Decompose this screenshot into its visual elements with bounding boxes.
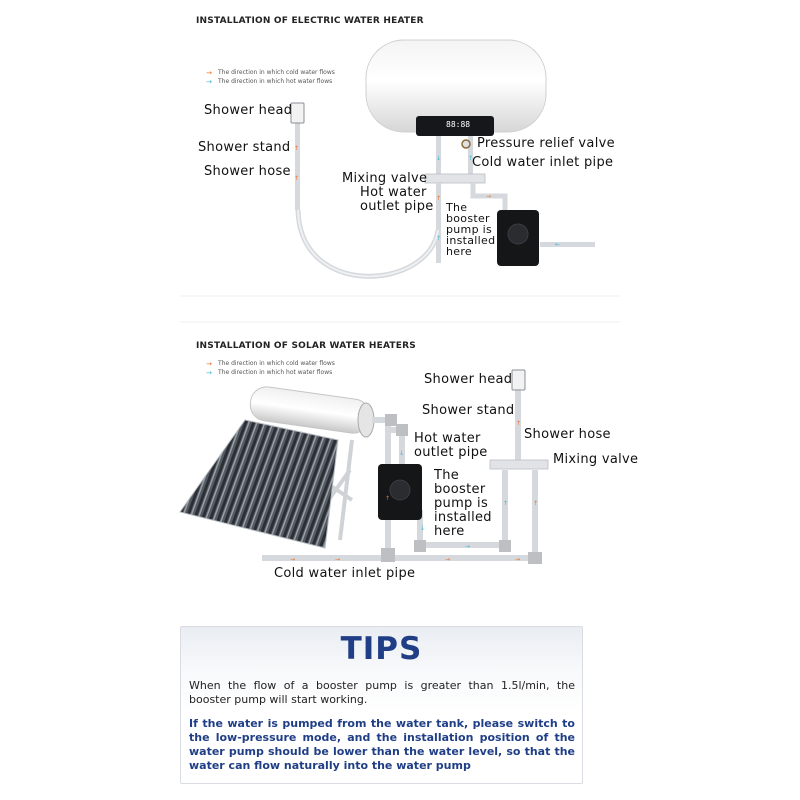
label-shower-stand-solar: Shower stand bbox=[422, 403, 515, 418]
flow-arrows-electric: ↑ ↑ ↓ ↑ ↑ ↑ → ← bbox=[294, 145, 560, 248]
solar-section-title: INSTALLATION OF SOLAR WATER HEATERS bbox=[196, 341, 416, 351]
svg-text:↑: ↑ bbox=[436, 195, 441, 202]
shower-head-solar bbox=[511, 369, 526, 391]
legend-cold-text: The direction in which cold water flows bbox=[218, 360, 335, 367]
label-hot-water-outlet: Hot water outlet pipe bbox=[360, 185, 434, 214]
svg-text:↑: ↑ bbox=[294, 145, 299, 152]
shower-head-electric bbox=[290, 102, 305, 124]
label-shower-head: Shower head bbox=[204, 103, 293, 118]
svg-text:→: → bbox=[445, 556, 450, 563]
svg-text:→: → bbox=[290, 556, 295, 563]
label-hot-water-outlet-solar: Hot water outlet pipe bbox=[414, 431, 488, 460]
legend-cold-text: The direction in which cold water flows bbox=[218, 69, 335, 76]
label-booster-pump-solar: The booster pump is installed here bbox=[434, 468, 492, 539]
legend-hot-text: The direction in which hot water flows bbox=[218, 369, 333, 376]
solar-legend: → The direction in which cold water flows… bbox=[203, 359, 335, 377]
svg-text:→: → bbox=[515, 556, 520, 563]
svg-text:↑: ↑ bbox=[385, 495, 390, 502]
svg-text:↑: ↑ bbox=[436, 235, 441, 242]
tips-paragraph-1: When the flow of a booster pump is great… bbox=[189, 679, 575, 706]
cold-flow-arrow-icon: → bbox=[206, 68, 212, 77]
heater-display-readout: 88:88 bbox=[446, 120, 471, 129]
label-shower-hose: Shower hose bbox=[204, 164, 291, 179]
svg-text:↑: ↑ bbox=[468, 155, 473, 162]
label-shower-hose-solar: Shower hose bbox=[524, 427, 611, 442]
label-cold-water-inlet-solar: Cold water inlet pipe bbox=[274, 566, 416, 581]
label-booster-pump: The booster pump is installed here bbox=[446, 201, 496, 258]
label-cold-water-inlet: Cold water inlet pipe bbox=[472, 155, 614, 170]
solar-heater-diagram: → → → → ↑ ↓ → ↑ ↑ ↑ ↓ bbox=[179, 369, 549, 564]
label-shower-head-solar: Shower head bbox=[424, 372, 513, 387]
svg-text:→: → bbox=[335, 556, 340, 563]
hot-flow-arrow-icon: → bbox=[206, 77, 212, 86]
electric-section-title: INSTALLATION OF ELECTRIC WATER HEATER bbox=[196, 16, 424, 26]
mixing-valve-solar bbox=[489, 459, 549, 470]
electric-heater-diagram: ↑ ↑ ↓ ↑ ↑ ↑ → ← bbox=[290, 39, 595, 279]
svg-text:←: ← bbox=[555, 241, 560, 248]
svg-text:→: → bbox=[486, 193, 491, 200]
svg-text:↑: ↑ bbox=[533, 500, 538, 507]
svg-text:↓: ↓ bbox=[436, 155, 441, 162]
electric-legend: → The direction in which cold water flows… bbox=[203, 68, 335, 86]
svg-text:↓: ↓ bbox=[399, 450, 404, 457]
label-mixing-valve: Mixing valve bbox=[342, 171, 428, 186]
svg-text:→: → bbox=[465, 543, 470, 550]
legend-hot-text: The direction in which hot water flows bbox=[218, 78, 333, 85]
svg-text:↑: ↑ bbox=[503, 500, 508, 507]
label-mixing-valve-solar: Mixing valve bbox=[553, 452, 639, 467]
solar-collector-tubes bbox=[179, 419, 339, 549]
label-shower-stand: Shower stand bbox=[198, 140, 291, 155]
tips-title: TIPS bbox=[340, 631, 423, 667]
tips-box: TIPS When the flow of a booster pump is … bbox=[180, 626, 583, 784]
tips-paragraph-2: If the water is pumped from the water ta… bbox=[189, 717, 575, 772]
flow-arrows-solar: → → → → ↑ ↓ → ↑ ↑ ↑ ↓ bbox=[290, 420, 538, 563]
svg-text:↓: ↓ bbox=[420, 525, 425, 532]
hot-flow-arrow-icon: → bbox=[206, 368, 212, 377]
pressure-relief-valve bbox=[461, 139, 471, 149]
cold-flow-arrow-icon: → bbox=[206, 359, 212, 368]
mixing-valve-electric bbox=[424, 173, 486, 184]
svg-text:↑: ↑ bbox=[516, 420, 521, 427]
label-pressure-relief-valve: Pressure relief valve bbox=[477, 136, 615, 151]
heater-control-panel bbox=[416, 116, 494, 136]
svg-text:↑: ↑ bbox=[294, 175, 299, 182]
